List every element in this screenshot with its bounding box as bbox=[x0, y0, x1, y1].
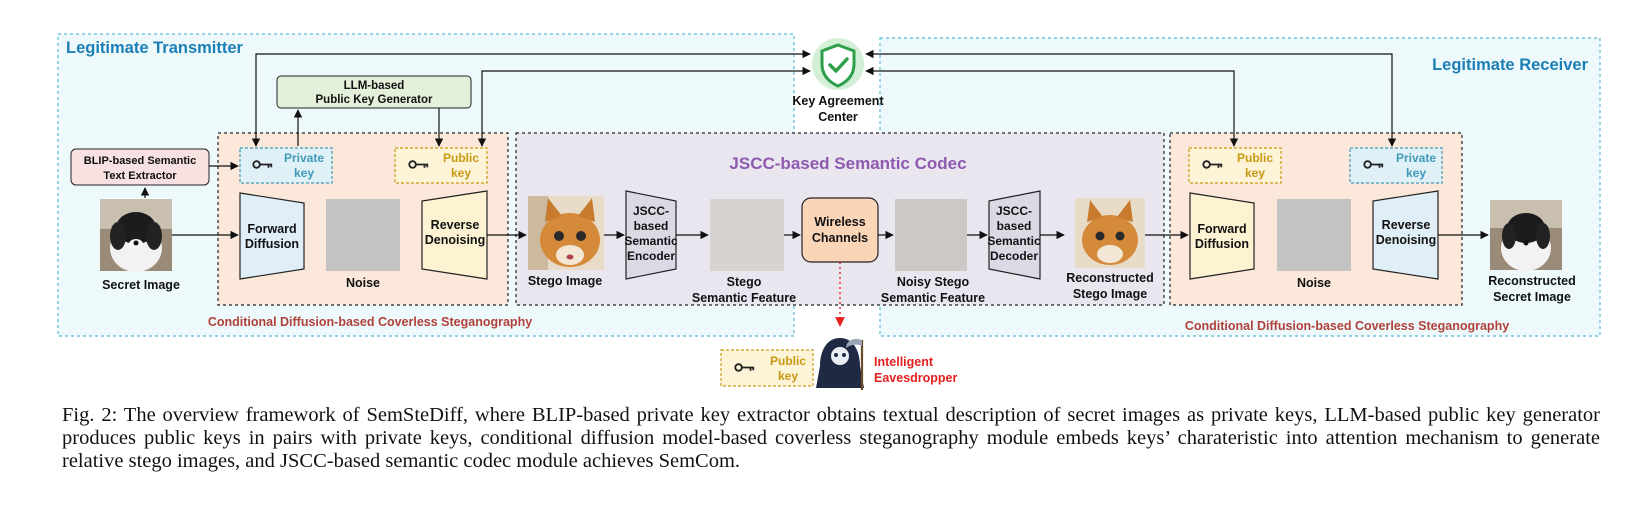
rx-public-key-label-1: Public bbox=[1237, 151, 1273, 165]
tx-steganography-title: Conditional Diffusion-based Coverless St… bbox=[208, 315, 532, 329]
llm-public-key-generator bbox=[276, 75, 472, 109]
rx-private-key bbox=[1349, 147, 1443, 184]
blip-label-2: Text Extractor bbox=[103, 170, 177, 182]
receiver-title: Legitimate Receiver bbox=[1432, 56, 1588, 74]
eavesdropper-label-2: Eavesdropper bbox=[874, 371, 958, 385]
rx-private-key-label-1: Private bbox=[1396, 151, 1436, 165]
eavesdropper-label-1: Intelligent bbox=[874, 355, 934, 369]
reconstructed-secret-image bbox=[1490, 200, 1562, 271]
framework-diagram: Legitimate Transmitter Legitimate Receiv… bbox=[57, 33, 1601, 390]
rx-reverse-label-2: Denoising bbox=[1376, 233, 1436, 247]
stego-feature-label-2: Semantic Feature bbox=[692, 291, 796, 305]
center-label-2: Center bbox=[818, 110, 858, 124]
transmitter-title: Legitimate Transmitter bbox=[66, 39, 244, 57]
encoder-label-3: Semantic bbox=[624, 234, 678, 248]
recon-secret-label-1: Reconstructed bbox=[1488, 274, 1576, 288]
codec-title: JSCC-based Semantic Codec bbox=[729, 154, 966, 173]
noisy-feature-label-2: Semantic Feature bbox=[881, 291, 985, 305]
eavesdropper-public-key bbox=[720, 349, 814, 387]
encoder-label-4: Encoder bbox=[627, 249, 675, 263]
decoder-label-2: based bbox=[997, 219, 1032, 233]
blip-text-extractor bbox=[70, 148, 210, 186]
key-distribution-arrows bbox=[251, 49, 1397, 147]
encoder-label-1: JSCC- bbox=[633, 204, 669, 218]
jscc-decoder bbox=[988, 190, 1041, 280]
encoder-label-2: based bbox=[634, 219, 669, 233]
tx-reverse-label-2: Denoising bbox=[425, 233, 485, 247]
tx-forward-label-2: Diffusion bbox=[245, 237, 299, 251]
stego-feature-label-1: Stego bbox=[727, 275, 762, 289]
eavesdropper-key-label-2: key bbox=[778, 369, 798, 383]
rx-steganography-title: Conditional Diffusion-based Coverless St… bbox=[1185, 319, 1509, 333]
noisy-stego-semantic-feature bbox=[895, 199, 967, 271]
tx-noise-label: Noise bbox=[346, 276, 380, 290]
tx-private-key-label-1: Private bbox=[284, 151, 324, 165]
grim-reaper-icon bbox=[816, 338, 864, 390]
tx-public-key-label-2: key bbox=[451, 166, 471, 180]
rx-public-key-label-2: key bbox=[1245, 166, 1265, 180]
wireless-label-1: Wireless bbox=[814, 215, 865, 229]
stego-image bbox=[528, 196, 604, 270]
rx-forward-label-1: Forward bbox=[1197, 222, 1246, 236]
noisy-feature-label-1: Noisy Stego bbox=[897, 275, 970, 289]
secret-image-label: Secret Image bbox=[102, 278, 180, 292]
stego-image-label: Stego Image bbox=[528, 274, 602, 288]
tx-private-key-label-2: key bbox=[294, 166, 314, 180]
key-agreement-center: Key Agreement Center bbox=[792, 38, 884, 124]
tx-public-key-label-1: Public bbox=[443, 151, 479, 165]
shield-shape bbox=[820, 43, 856, 88]
tx-reverse-label-1: Reverse bbox=[431, 218, 480, 232]
tx-forward-label-1: Forward bbox=[247, 222, 296, 236]
tx-reverse-denoising bbox=[421, 190, 488, 280]
tx-private-key bbox=[239, 147, 333, 184]
center-label-1: Key Agreement bbox=[792, 94, 884, 108]
decoder-label-4: Decoder bbox=[990, 249, 1038, 263]
check-mark bbox=[828, 57, 849, 73]
tx-noise-image bbox=[326, 199, 400, 271]
tx-forward-diffusion bbox=[239, 192, 305, 280]
eavesdropper-key-label-1: Public bbox=[770, 354, 806, 368]
wireless-label-2: Channels bbox=[812, 231, 868, 245]
recon-stego-label-1: Reconstructed bbox=[1066, 271, 1154, 285]
figure-caption: Fig. 2: The overview framework of SemSte… bbox=[62, 404, 1600, 472]
wireless-channels bbox=[801, 197, 879, 263]
rx-private-key-label-2: key bbox=[1406, 166, 1426, 180]
rx-forward-diffusion bbox=[1189, 192, 1255, 280]
stego-semantic-feature bbox=[710, 199, 784, 271]
rx-reverse-denoising bbox=[1372, 190, 1439, 280]
rx-noise-image bbox=[1277, 199, 1351, 271]
rx-noise-label: Noise bbox=[1297, 276, 1331, 290]
blip-label-1: BLIP-based Semantic bbox=[84, 155, 196, 167]
secret-image bbox=[100, 199, 172, 272]
llm-label-1: LLM-based bbox=[344, 80, 405, 92]
llm-label-2: Public Key Generator bbox=[316, 94, 433, 106]
rx-forward-label-2: Diffusion bbox=[1195, 237, 1249, 251]
reconstructed-stego-image bbox=[1075, 198, 1145, 268]
rx-reverse-label-1: Reverse bbox=[1382, 218, 1431, 232]
recon-secret-label-2: Secret Image bbox=[1493, 290, 1571, 304]
recon-stego-label-2: Stego Image bbox=[1073, 287, 1147, 301]
decoder-label-3: Semantic bbox=[987, 234, 1041, 248]
decoder-label-1: JSCC- bbox=[996, 204, 1032, 218]
jscc-encoder bbox=[625, 190, 677, 280]
